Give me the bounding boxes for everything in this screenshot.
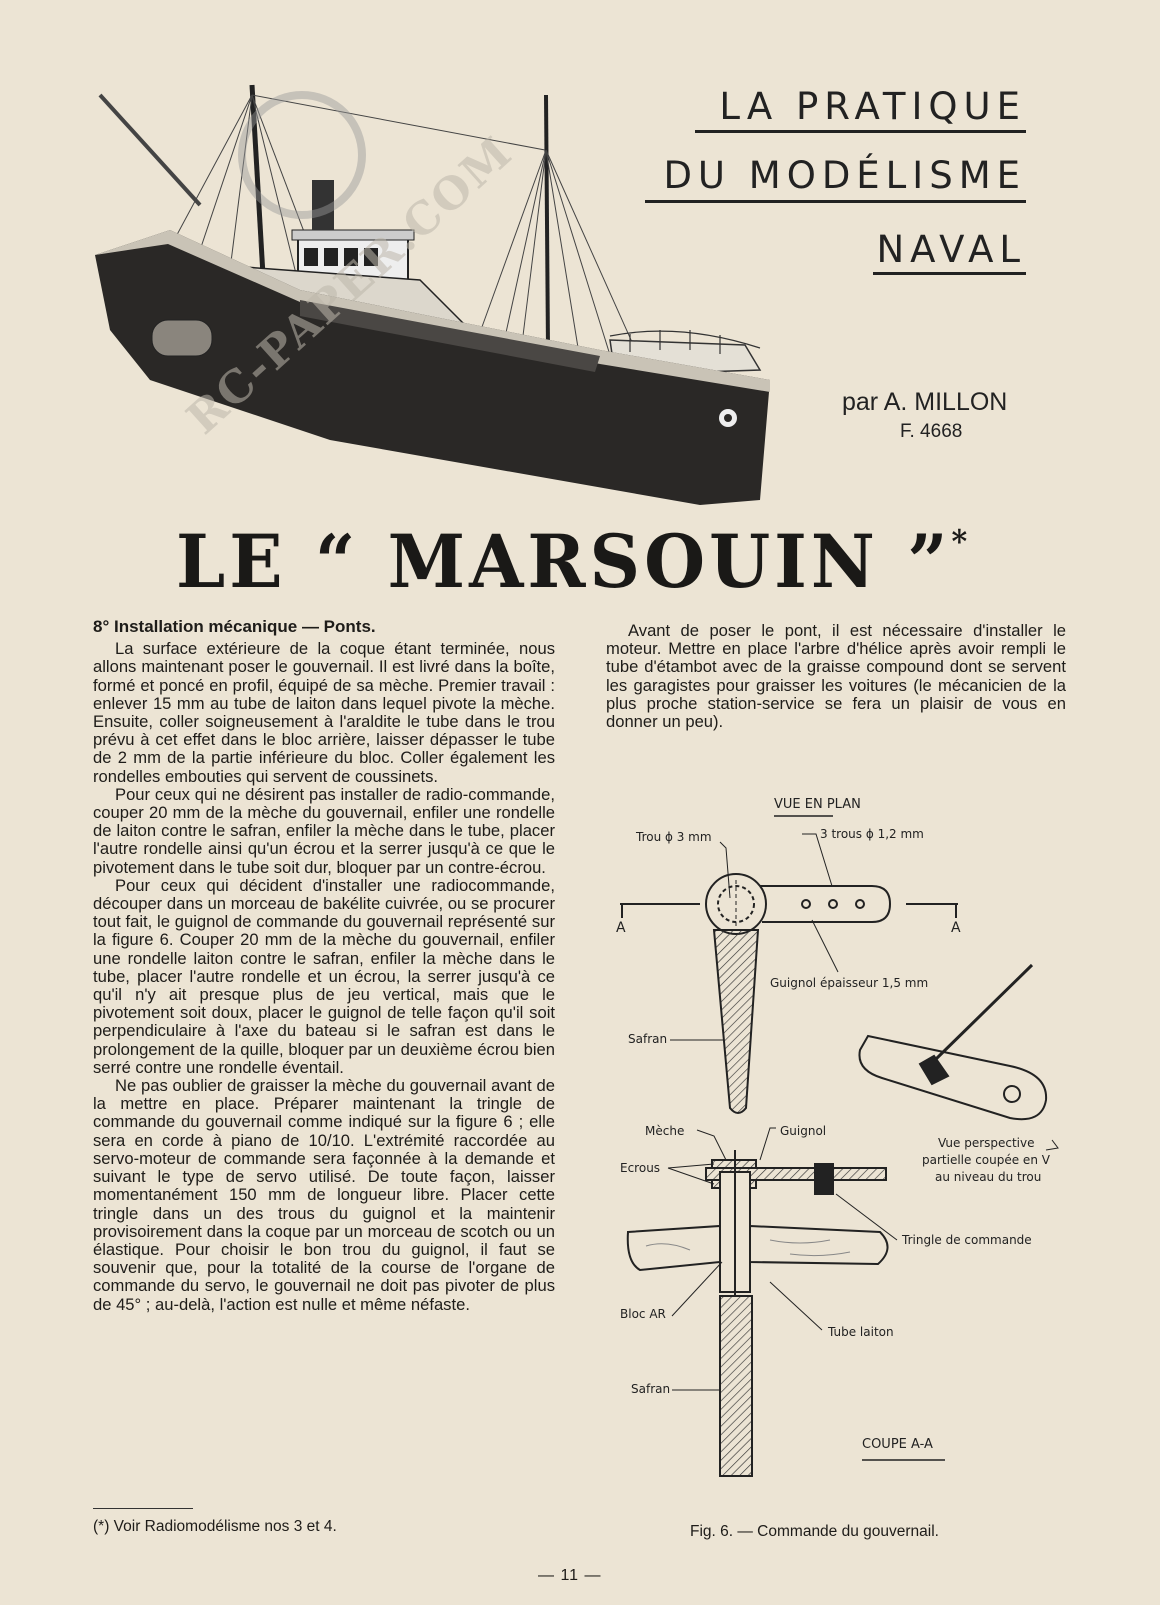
left-column: 8° Installation mécanique — Ponts. La su… [93,617,555,1314]
label-guignol: Guignol [780,1124,827,1138]
label-guignol-epaisseur: Guignol épaisseur 1,5 mm [770,976,929,990]
label-safran-coupe: Safran [631,1382,671,1396]
section-heading: 8° Installation mécanique — Ponts. [93,617,376,636]
paragraph-right: Avant de poser le pont, il est nécessair… [606,621,1066,732]
label-trous: 3 trous ϕ 1,2 mm [820,827,924,841]
author-code: F. 4668 [900,421,963,442]
label-tube-laiton: Tube laiton [828,1325,894,1339]
label-tringle: Tringle de commande [902,1233,1032,1247]
series-rule-3 [873,272,1026,275]
footnote-rule [93,1508,193,1509]
label-perspective-2: partielle coupée en V [922,1153,1050,1167]
page-number: — 11 — [538,1567,602,1584]
paragraph-1: La surface extérieure de la coque étant … [93,639,555,786]
paragraph-4: Ne pas oublier de graisser la mèche du g… [93,1076,555,1314]
label-perspective-3: au niveau du trou [935,1170,1042,1184]
author-name: par A. MILLON [842,388,1008,416]
title-footnote-mark: * [951,524,968,561]
series-title-line-3: NAVAL [876,228,1026,271]
label-section-a-left: A [616,920,626,936]
paragraph-3: Pour ceux qui décident d'installer une r… [93,875,555,1077]
label-coupe-aa: COUPE A-A [862,1437,933,1452]
paragraph-2: Pour ceux qui ne désirent pas installer … [93,784,555,877]
right-column: Avant de poser le pont, il est nécessair… [606,621,1066,732]
label-vue-en-plan: VUE EN PLAN [774,797,861,812]
label-section-a-right: A [951,920,961,936]
label-perspective-1: Vue perspective [938,1136,1035,1150]
series-title-line-1: LA PRATIQUE [719,85,1026,128]
figure-caption: Fig. 6. — Commande du gouvernail. [690,1523,939,1540]
article-title-text: LE “ MARSOUIN ” [176,517,952,606]
series-rule-1 [695,130,1026,133]
label-trou: Trou ϕ 3 mm [636,830,712,844]
watermark: RC-PAPER.COM [177,126,523,445]
article-title: LE “ MARSOUIN ”* [176,518,967,605]
label-bloc-ar: Bloc AR [620,1307,666,1321]
label-safran-plan: Safran [628,1032,668,1046]
footnote: (*) Voir Radiomodélisme nos 3 et 4. [93,1518,337,1535]
series-title-line-2: DU MODÉLISME [663,154,1026,197]
label-ecrous: Ecrous [620,1161,661,1175]
series-rule-2 [645,200,1026,203]
label-meche: Mèche [645,1124,685,1138]
